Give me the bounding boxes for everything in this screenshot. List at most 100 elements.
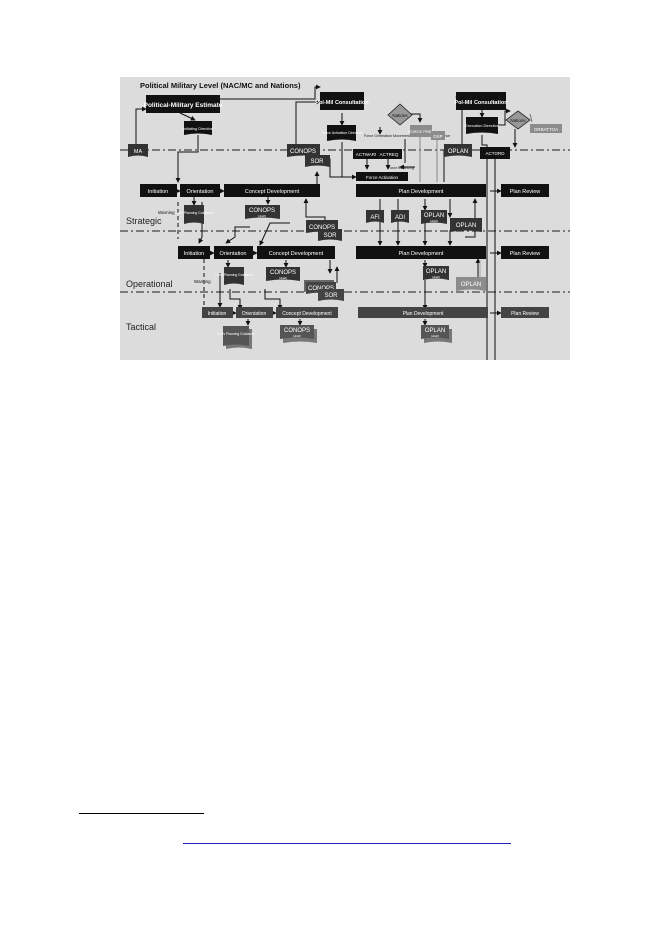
dsp-label: DSP (433, 134, 442, 139)
operational-sor-label: SOR (324, 293, 338, 299)
operational-initiation: Initiation (184, 251, 205, 257)
operational-cdr-guidance-doc: Cdr's Planning Guidance (215, 267, 253, 285)
polmil-2-label: Pol-Mil Consultation (454, 100, 508, 106)
strategic-sor-doc: SOR (318, 229, 342, 241)
operational-phase-row: Initiation Orientation Concept Developme… (178, 246, 549, 259)
polmil-consultation-2: Pol-Mil Consultation (454, 92, 508, 110)
tactical-concept-development: Concept Development (282, 311, 332, 317)
orbattoa-label: ORBATTOA (534, 127, 558, 132)
polmil-1-label: Pol-Mil Consultation (315, 100, 369, 106)
initiating-directive-label: Initiating Directive (183, 127, 213, 131)
footnote-separator (79, 813, 204, 814)
operational-oplan-label: OPLAN (461, 282, 481, 288)
tactical-oplan-draft-label: OPLAN (425, 328, 445, 334)
actord-box: ACTORD (480, 147, 510, 159)
afi-doc: AFI (366, 210, 384, 223)
strategic-orientation: Orientation (187, 189, 214, 195)
force-gen-conference-label: Force Generation Movement/Sustainment Co… (364, 134, 450, 138)
adi-doc: ADI (391, 210, 409, 223)
force-activation-directive-label: Force Activation Directive (322, 131, 363, 135)
top-sor-doc: SOR (305, 155, 330, 167)
strategic-cdr-guidance-doc: Cdr's Planning Guidance (175, 205, 213, 224)
operational-warning-label: Warning (194, 279, 211, 284)
top-conops-label: CONOPS (290, 149, 316, 155)
strategic-oplan-draft-label: OPLAN (424, 213, 444, 219)
ma-label: MA (134, 149, 143, 155)
strategic-cdr-guidance-label: Cdr's Planning Guidance (175, 211, 213, 215)
top-conops-doc: CONOPS (287, 144, 320, 157)
afi-label: AFI (370, 215, 380, 221)
strategic-concept-development: Concept Development (245, 189, 300, 195)
initiating-directive-box: Initiating Directive (183, 121, 213, 135)
tactical-cdr-guidance-doc: Cdr's Planning Guidance (217, 326, 255, 349)
strategic-oplan-draft-tag: (draft) (430, 219, 438, 223)
tactical-plan-review: Plan Review (511, 311, 539, 317)
operational-sor-doc: SOR (318, 289, 344, 301)
top-sor-label: SOR (310, 159, 324, 165)
nations-diamond-2: Nations (505, 110, 531, 130)
force-activation-box: Force Activation (356, 172, 408, 181)
operational-oplan-draft-doc: OPLAN (draft) (423, 266, 449, 280)
strategic-oplan-label: OPLAN (456, 223, 476, 229)
tactical-level-label: Tactical (126, 322, 156, 332)
operational-plan-review: Plan Review (510, 251, 541, 257)
tactical-plan-development: Plan Development (403, 311, 444, 317)
dsp-box: DSP (431, 131, 445, 140)
strategic-initiation: Initiation (148, 189, 169, 195)
pme-box: Political-Military Estimate (144, 95, 223, 113)
planning-process-diagram: Political Military Level (NAC/MC and Nat… (120, 77, 570, 360)
actreq-box: ACTREQ (376, 149, 402, 159)
operational-concept-development: Concept Development (269, 251, 324, 257)
strategic-warning-label: Warning (158, 210, 175, 215)
ma-doc: MA (128, 144, 148, 157)
force-pref-label: FORCE PREF (408, 129, 434, 134)
strategic-conops-draft-tag: (draft) (258, 214, 266, 218)
execution-directive-label: Execution Directive (465, 123, 500, 128)
strategic-plan-review: Plan Review (510, 189, 541, 195)
nations-diamond-1: Nations (387, 103, 413, 126)
tactical-oplan-draft-doc: OPLAN (draft) (421, 325, 452, 343)
strategic-conops-label: CONOPS (309, 225, 335, 231)
nations-2-label: Nations (510, 118, 526, 123)
top-oplan-doc: OPLAN (444, 144, 472, 157)
strategic-plan-development: Plan Development (399, 189, 444, 195)
actreq-label: ACTREQ (380, 152, 399, 157)
pme-label: Political-Military Estimate (144, 102, 223, 109)
adi-label: ADI (395, 215, 405, 221)
force-pref-box: FORCE PREF (408, 125, 434, 137)
strategic-phase-row: Initiation Orientation Concept Developme… (140, 184, 549, 197)
actord-label: ACTORD (486, 151, 506, 156)
tactical-oplan-draft-tag: (draft) (431, 334, 439, 338)
strategic-conops-draft-label: CONOPS (249, 208, 275, 214)
actwarn-box: ACTWARN (353, 149, 381, 159)
strategic-conops-draft-doc: CONOPS (draft) (245, 205, 280, 219)
strategic-oplan-doc: OPLAN (450, 218, 482, 232)
force-activation-label: Force Activation (366, 175, 399, 180)
diagram-title: Political Military Level (NAC/MC and Nat… (140, 81, 301, 90)
operational-oplan-doc: OPLAN (456, 277, 486, 291)
strategic-oplan-draft-doc: OPLAN (draft) (421, 210, 447, 224)
operational-conops-draft-tag: (draft) (279, 276, 287, 280)
operational-orientation: Orientation (220, 251, 247, 257)
tactical-phase-row: Initiation Orientation Concept Developme… (202, 307, 549, 318)
tactical-initiation: Initiation (208, 311, 227, 317)
operational-conops-draft-doc: CONOPS (draft) (266, 267, 300, 281)
orbattoa-box: ORBATTOA (530, 124, 562, 133)
polmil-consultation-1: Pol-Mil Consultation (315, 92, 369, 110)
tactical-conops-draft-tag: (draft) (293, 334, 301, 338)
operational-plan-development: Plan Development (399, 251, 444, 257)
footnote-link-underline[interactable] (183, 843, 511, 844)
actwarn-label: ACTWARN (356, 152, 379, 157)
operational-oplan-draft-label: OPLAN (426, 269, 446, 275)
nations-1-label: Nations (392, 113, 408, 118)
tactical-conops-draft-doc: CONOPS (draft) (280, 325, 317, 343)
tactical-cdr-guidance-label: Cdr's Planning Guidance (217, 332, 255, 336)
operational-conops-draft-label: CONOPS (270, 270, 296, 276)
top-oplan-label: OPLAN (448, 149, 468, 155)
strategic-sor-label: SOR (323, 233, 337, 239)
operational-cdr-guidance-label: Cdr's Planning Guidance (215, 273, 253, 277)
tactical-conops-draft-label: CONOPS (284, 328, 310, 334)
execution-directive: Execution Directive (465, 117, 500, 134)
force-balancing-label: Force Balancing (388, 166, 414, 170)
operational-level-label: Operational (126, 279, 173, 289)
